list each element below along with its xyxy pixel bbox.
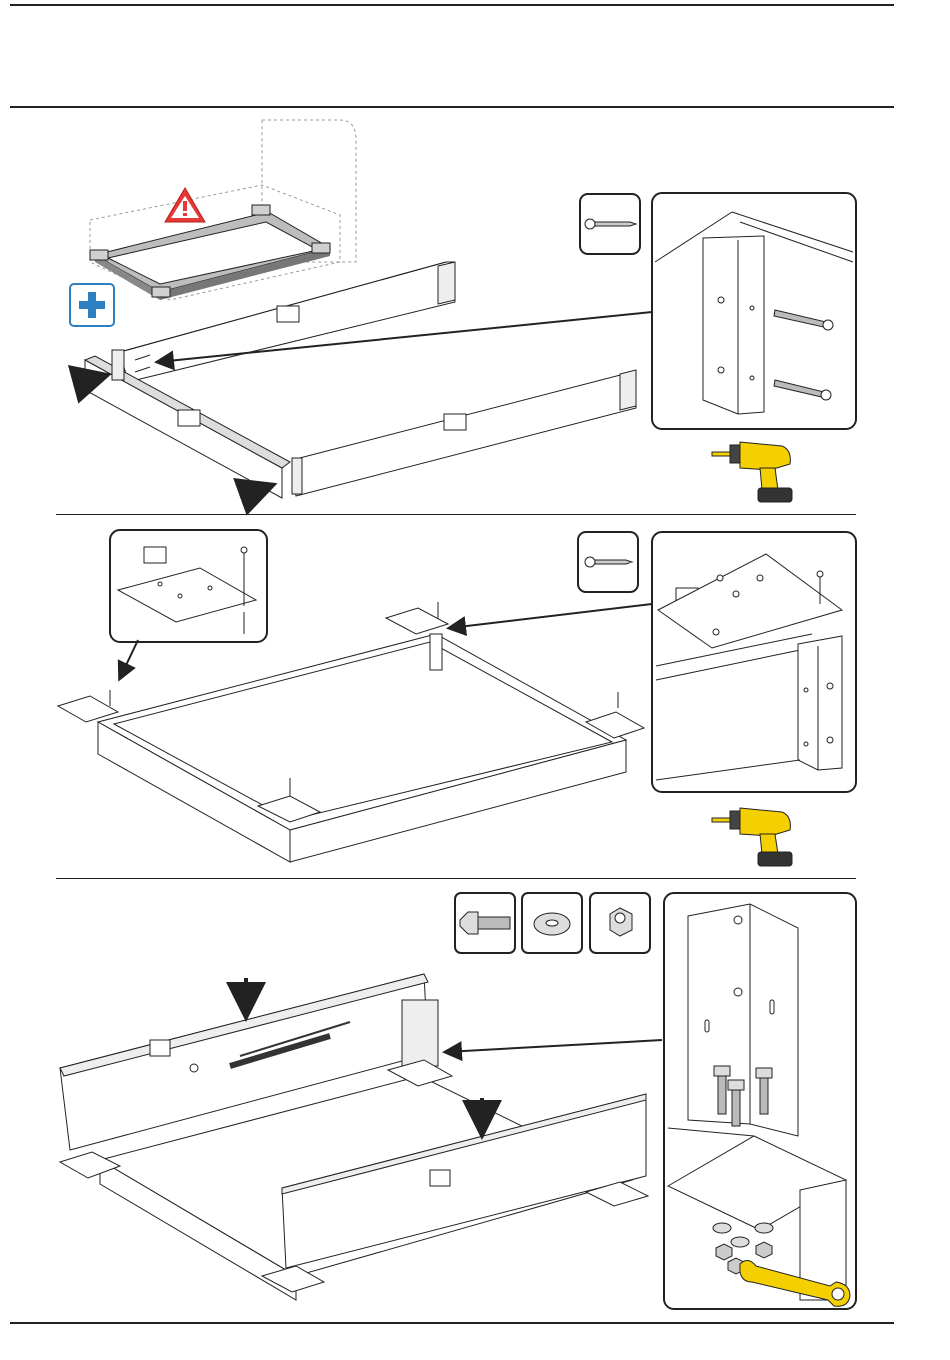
step2-plate-callout [110, 530, 267, 678]
step1-detail-box [652, 193, 856, 429]
drill-icon [712, 442, 792, 502]
step1-screw-box [580, 194, 640, 254]
step2-screw-box [578, 532, 638, 592]
warning-triangle-icon [165, 188, 205, 222]
step2-detail-box [652, 532, 856, 792]
step3-bed [60, 974, 662, 1300]
plus-icon [70, 284, 114, 326]
drill-icon-2 [712, 808, 792, 866]
step1-bed-preview [90, 120, 356, 300]
step3-hardware-boxes [455, 893, 650, 953]
step3-detail-box [664, 893, 856, 1309]
